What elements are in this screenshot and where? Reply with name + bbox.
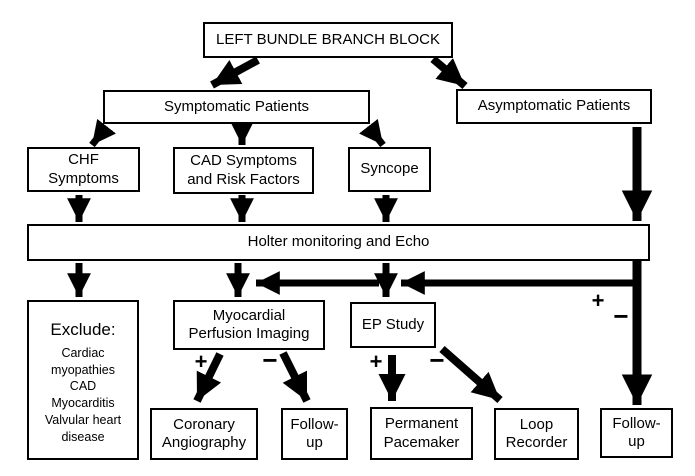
asymptomatic-branch-positive-sign: +: [591, 288, 605, 313]
node-left-bundle-branch-block: LEFT BUNDLE BRANCH BLOCK: [203, 22, 453, 58]
arrow-lbbb-to-asymptomatic: [430, 55, 468, 90]
mpi-positive-sign: +: [194, 349, 208, 374]
node-syncope: Syncope: [348, 147, 431, 192]
node-myocardial-perfusion-imaging: Myocardial Perfusion Imaging: [173, 300, 325, 350]
arrow-symptomatic-to-syncope: [358, 118, 386, 148]
ep-positive-sign: +: [369, 349, 383, 374]
node-asymptomatic-patients: Asymptomatic Patients: [456, 89, 652, 124]
exclude-item: Myocarditis: [51, 396, 115, 411]
node-chf-symptoms: CHF Symptoms: [27, 147, 140, 192]
exclude-item: CAD: [69, 379, 97, 394]
node-follow-up-mid: Follow- up: [281, 408, 348, 460]
node-permanent-pacemaker: Permanent Pacemaker: [370, 407, 473, 460]
node-coronary-angiography: Coronary Angiography: [150, 408, 258, 460]
arrow-symptomatic-to-chf: [89, 118, 117, 148]
arrow-lbbb-to-symptomatic: [210, 56, 260, 89]
asymptomatic-branch-negative-sign: −: [613, 301, 629, 331]
mpi-negative-sign: −: [262, 345, 278, 375]
arrow-mpi-negative-to-followup: [279, 351, 311, 403]
node-loop-recorder: Loop Recorder: [494, 408, 579, 460]
node-symptomatic-patients: Symptomatic Patients: [103, 90, 370, 124]
exclude-title: Exclude:: [50, 320, 116, 339]
node-holter-monitoring-echo: Holter monitoring and Echo: [27, 224, 650, 261]
exclude-item: Cardiac myopathies: [51, 345, 115, 377]
node-ep-study: EP Study: [350, 302, 436, 348]
node-follow-up-right: Follow- up: [600, 408, 673, 458]
ep-negative-sign: −: [429, 345, 445, 375]
node-exclude: Exclude: Cardiac myopathies CAD Myocardi…: [27, 300, 139, 460]
node-cad-symptoms-risk-factors: CAD Symptoms and Risk Factors: [173, 147, 314, 194]
exclude-item: Valvular heart disease: [44, 413, 122, 445]
arrow-ep-negative-to-loop: [439, 345, 503, 404]
